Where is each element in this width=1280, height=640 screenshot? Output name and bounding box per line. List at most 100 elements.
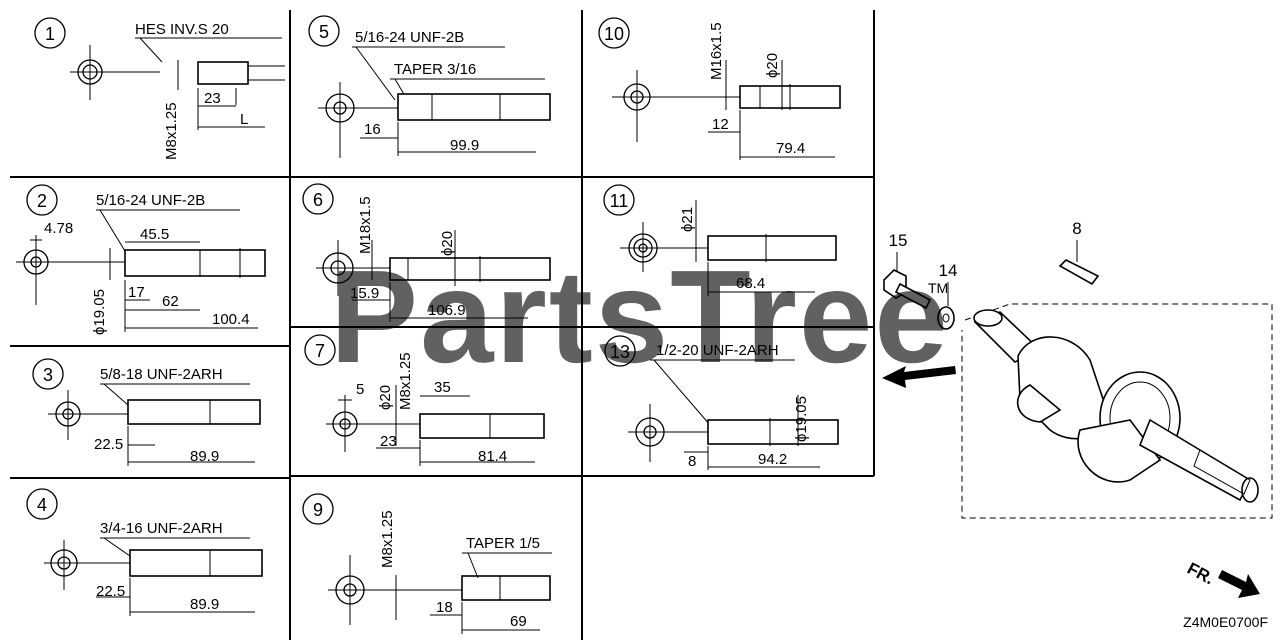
panel-1: 1 HES INV.S 20 M8x1.25 23 L <box>34 17 285 160</box>
panel-13: 13 1/2-20 UNF-2ARH ϕ19.05 8 94.2 <box>604 335 839 470</box>
panel-5: 5 5/16-24 UNF-2B TAPER 3/16 16 99.9 <box>308 15 551 158</box>
panel-number-circle <box>598 17 630 49</box>
thread-size: M8x1.25 <box>379 510 396 568</box>
thread-spec: HES INV.S 20 <box>135 21 229 38</box>
callout-number: 8 <box>1072 219 1081 238</box>
panel-number: 6 <box>313 190 323 210</box>
dim-label: 22.5 <box>94 436 123 453</box>
panel-number-circle <box>308 15 340 47</box>
dim-label: 62 <box>162 293 179 310</box>
dim-label: 69 <box>510 613 527 630</box>
panel-number: 13 <box>610 342 630 362</box>
shaft-profile <box>419 413 545 439</box>
thread-spec: 3/4-16 UNF-2ARH <box>100 520 223 537</box>
crankshaft-part <box>973 309 1259 503</box>
thread-spec: 5/8-18 UNF-2ARH <box>100 366 223 383</box>
panel-number: 1 <box>45 24 55 44</box>
shaft-profile <box>129 549 263 577</box>
taper-spec: TAPER 3/16 <box>394 61 476 78</box>
thread-size: M16x1.5 <box>708 22 725 80</box>
front-arrow-icon <box>1218 570 1260 598</box>
trademark-mark: TM <box>928 280 948 296</box>
dim-label: 5 <box>356 381 364 398</box>
diameter-label: ϕ20 <box>377 385 394 410</box>
shaft-profile <box>127 399 261 425</box>
taper-spec: TAPER 1/5 <box>466 535 540 552</box>
dim-label: 68.4 <box>736 275 765 292</box>
thread-size: M18x1.5 <box>357 196 374 254</box>
panel-6: 6 M18x1.5 ϕ20 15.9 106.9 <box>302 183 551 322</box>
dim-label: 94.2 <box>758 451 787 468</box>
panel-11: 11 ϕ21 68.4 <box>603 184 837 296</box>
panel-number-circle <box>26 488 58 520</box>
thread-size: M8x1.25 <box>397 352 414 410</box>
dim-label: 35 <box>434 379 451 396</box>
callout-number: 14 <box>939 261 958 280</box>
front-label: FR. <box>1184 559 1217 589</box>
dim-label: 23 <box>204 90 221 107</box>
panel-number: 5 <box>319 22 329 42</box>
dim-label: ϕ19.05 <box>91 289 108 335</box>
thread-spec: 5/16-24 UNF-2B <box>355 29 464 46</box>
dim-label: 15.9 <box>350 285 379 302</box>
panel-number: 9 <box>313 500 323 520</box>
dim-label: 18 <box>436 599 453 616</box>
dim-label: L <box>240 111 248 128</box>
panel-number-circle <box>603 184 635 216</box>
dim-label: 45.5 <box>140 226 169 243</box>
panel-10: 10 M16x1.5 ϕ20 12 79.4 <box>598 17 841 160</box>
dim-label: 16 <box>364 121 381 138</box>
dim-label: 79.4 <box>776 140 805 157</box>
dim-label: 8 <box>688 453 696 470</box>
panel-number-circle <box>304 334 336 366</box>
front-indicator: FR. <box>1184 559 1260 598</box>
diameter-label: ϕ21 <box>679 207 696 232</box>
shaft-profile <box>397 93 551 121</box>
watermark: PartsTree <box>330 243 950 390</box>
thread-spec: 1/2-20 UNF-2ARH <box>656 342 779 359</box>
dim-label: 23 <box>380 433 397 450</box>
callout-number: 15 <box>889 231 908 250</box>
panel-number-circle <box>302 493 334 525</box>
panel-number: 7 <box>315 341 325 361</box>
dim-label: 99.9 <box>450 137 479 154</box>
direction-arrow <box>882 366 956 388</box>
dim-label: 12 <box>712 116 729 133</box>
panel-number-circle <box>302 183 334 215</box>
shaft-profile <box>389 257 551 281</box>
diameter-label: ϕ20 <box>764 53 781 78</box>
panel-number-circle <box>34 17 66 49</box>
panel-number-circle <box>604 335 636 367</box>
panel-number: 11 <box>610 191 629 211</box>
panel-3: 3 5/8-18 UNF-2ARH 22.5 89.9 <box>32 358 261 466</box>
drawing-code: Z4M0E0700F <box>1183 614 1268 630</box>
panel-grid <box>10 10 875 640</box>
shaft-profile <box>197 61 249 85</box>
dim-label: 89.9 <box>190 448 219 465</box>
thread-spec: 5/16-24 UNF-2B <box>96 192 205 209</box>
dim-label: 106.9 <box>428 302 466 319</box>
panel-number: 3 <box>43 365 53 385</box>
dim-label: 89.9 <box>190 596 219 613</box>
dim-label: 100.4 <box>212 311 250 328</box>
diameter-label: ϕ19.05 <box>793 396 810 442</box>
dim-label: 81.4 <box>478 448 507 465</box>
dim-label: 22.5 <box>96 583 125 600</box>
panel-number-circle <box>32 358 64 390</box>
shaft-profile <box>707 235 837 261</box>
shaft-profile <box>124 249 266 277</box>
key-part <box>1058 259 1100 286</box>
crankshaft-assembly: 15 14 8 <box>882 219 1273 519</box>
panel-number: 2 <box>37 191 47 211</box>
shaft-profile <box>707 419 839 445</box>
washer-part <box>937 306 955 330</box>
panel-number-circle <box>26 184 58 216</box>
panel-number: 10 <box>604 24 624 44</box>
dim-label: 17 <box>128 284 145 301</box>
panel-number: 4 <box>37 495 47 515</box>
panel-2: 2 5/16-24 UNF-2B 4.78 45.5 ϕ19.05 17 62 … <box>16 184 266 335</box>
panel-9: 9 M8x1.25 TAPER 1/5 18 69 <box>302 493 552 634</box>
panel-7: 7 5 ϕ20 M8x1.25 35 23 81.4 <box>304 334 545 466</box>
panel-4: 4 3/4-16 UNF-2ARH 22.5 89.9 <box>26 488 263 616</box>
thread-size: M8x1.25 <box>163 102 180 160</box>
